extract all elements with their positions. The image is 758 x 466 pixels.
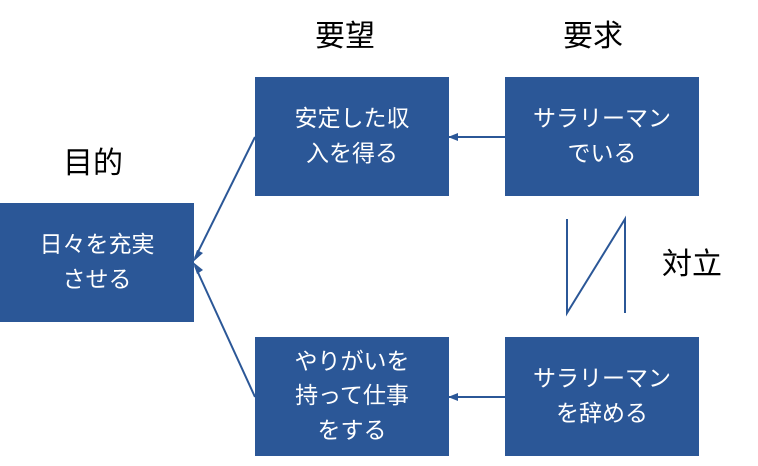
heading-conflict: 対立 [662, 247, 722, 282]
connector-goal-fulfillment [194, 265, 256, 398]
box-need-income: 安定した収 入を得る [255, 77, 449, 196]
heading-purpose: 目的 [63, 146, 123, 181]
box-need-income-text: 安定した収 入を得る [294, 106, 410, 167]
box-need-fulfillment-text: やりがいを 持って仕事 をする [294, 348, 410, 444]
box-want-stay-salaried-text: サラリーマン でいる [533, 106, 671, 167]
connector-goal-income [194, 136, 256, 259]
box-want-stay-salaried: サラリーマン でいる [505, 77, 699, 196]
heading-desire: 要望 [315, 19, 375, 54]
box-goal: 日々を充実 させる [0, 203, 194, 322]
box-want-quit-salaried-text: サラリーマン を辞める [533, 366, 671, 427]
box-want-quit-salaried: サラリーマン を辞める [505, 337, 699, 456]
box-goal-text: 日々を充実 させる [39, 232, 155, 293]
box-need-fulfillment: やりがいを 持って仕事 をする [255, 337, 449, 456]
conflict-mark [566, 215, 626, 317]
heading-requirement: 要求 [563, 19, 623, 54]
connector-goal-fulfillment-arrowhead [193, 262, 203, 274]
connector-goal-income-arrowhead [193, 250, 203, 262]
